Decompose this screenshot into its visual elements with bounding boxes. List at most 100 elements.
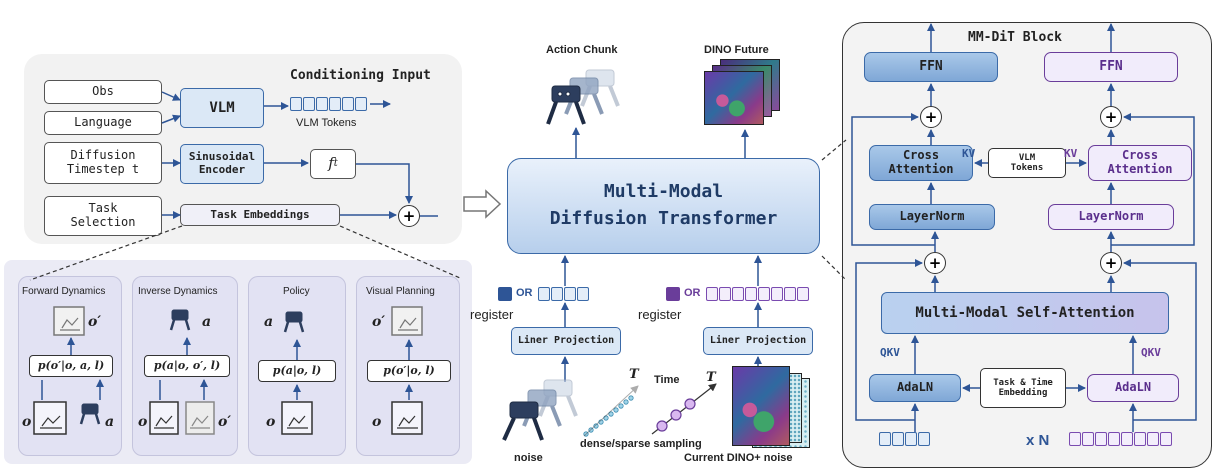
fd-robot-arm-icon xyxy=(79,403,101,425)
task-embeddings-box: Task Embeddings xyxy=(180,204,340,226)
policy-output: a xyxy=(264,314,274,330)
xn-label: x N xyxy=(1026,432,1050,449)
action-register-square xyxy=(498,287,512,301)
cross-attention-left-line1: Cross xyxy=(902,148,940,163)
visual-planning-formula: p(o′|o, l) xyxy=(367,360,451,382)
policy-robot-arm-icon xyxy=(283,311,305,333)
vp-output-image-glyph xyxy=(398,317,418,331)
kv-left-label: KV xyxy=(962,147,976,160)
vlm-token xyxy=(290,97,302,111)
conditioning-title: Conditioning Input xyxy=(290,68,431,83)
adaln-right: AdaLN xyxy=(1087,374,1179,402)
forward-dynamics-input-a: a xyxy=(105,414,115,430)
mm-self-attention-label: Multi-Modal Self-Attention xyxy=(915,304,1135,321)
action-liner-projection: Liner Projection xyxy=(511,327,621,355)
task-time-line2: Embedding xyxy=(998,388,1048,398)
kv-right-label: KV xyxy=(1064,147,1078,160)
mmdit-dino-token xyxy=(1134,432,1146,446)
residual-right-outer xyxy=(1123,259,1197,421)
sinusoidal-line1: Sinusoidal xyxy=(188,150,256,164)
action-token xyxy=(577,287,589,301)
inverse-dynamics-input-o: o xyxy=(138,414,148,430)
adaln-left-label: AdaLN xyxy=(896,380,934,395)
dino-token xyxy=(797,287,809,301)
dino-noise-label: Current DINO+ noise xyxy=(684,452,793,464)
forward-dynamics-title: Forward Dynamics xyxy=(22,286,106,297)
dino-token xyxy=(719,287,731,301)
visual-planning-output: o′ xyxy=(372,314,386,330)
vlm-token xyxy=(342,97,354,111)
id-robot-arm-icon xyxy=(169,309,191,331)
diffusion-timestep-box: Diffusion Timestep t xyxy=(44,142,162,184)
dino-token xyxy=(758,287,770,301)
action-token xyxy=(564,287,576,301)
noise-robot-icon xyxy=(502,379,578,441)
dino-current-frame xyxy=(732,366,790,446)
sinusoidal-line2: Encoder xyxy=(198,163,246,176)
inverse-dynamics-title: Inverse Dynamics xyxy=(138,286,218,297)
residual-left-outer xyxy=(855,259,923,421)
mmdit-action-token xyxy=(892,432,904,446)
mmdit-dino-token xyxy=(1160,432,1172,446)
dino-liner-projection-label: Liner Projection xyxy=(709,335,807,347)
ft-to-plus-arrow xyxy=(356,163,413,204)
dino-or-label: OR xyxy=(684,287,701,299)
ffn-left: FFN xyxy=(864,52,998,82)
residual-left-inner xyxy=(851,113,935,246)
action-liner-projection-label: Liner Projection xyxy=(517,335,615,347)
action-register-label: register xyxy=(470,307,514,322)
sinusoidal-encoder-box: Sinusoidal Encoder xyxy=(180,144,264,184)
plus-node-left-top: + xyxy=(920,106,942,128)
dino-liner-projection: Liner Projection xyxy=(703,327,813,355)
time-t-symbol: T xyxy=(706,370,716,385)
language-to-vlm-arrow xyxy=(161,114,181,124)
mmdit-dino-token xyxy=(1108,432,1120,446)
qkv-left-label: QKV xyxy=(880,346,900,359)
policy-input-image-glyph xyxy=(287,415,308,429)
plus-node-right-mid: + xyxy=(1100,252,1122,274)
vp-output-image-icon xyxy=(391,306,423,336)
action-chunk-robot-icon xyxy=(546,69,620,125)
dino-token xyxy=(784,287,796,301)
cross-attention-left-line2: Attention xyxy=(888,162,954,176)
task-selection-box: Task Selection xyxy=(44,196,162,236)
layernorm-left-label: LayerNorm xyxy=(899,209,965,224)
dit-title-line2: Diffusion Transformer xyxy=(549,208,778,229)
dino-register-square xyxy=(666,287,680,301)
time-label: Time xyxy=(654,374,680,386)
ffn-left-label: FFN xyxy=(919,58,943,74)
dino-register-label: register xyxy=(638,307,682,322)
qkv-right-label: QKV xyxy=(1141,346,1161,359)
conditioning-plus-node: + xyxy=(398,205,420,227)
layernorm-left: LayerNorm xyxy=(869,204,995,230)
zoom-line-left xyxy=(29,225,183,281)
vlm-tokens-box: VLM Tokens xyxy=(988,148,1066,178)
forward-dynamics-formula: p(o′|o, a, l) xyxy=(29,355,113,377)
vp-input-image-icon xyxy=(391,401,423,435)
fd-input-image-glyph xyxy=(40,415,62,429)
time-dots xyxy=(656,398,696,432)
zoom-line-top xyxy=(821,139,847,161)
dit-title-line1: Multi-Modal xyxy=(603,181,724,203)
id-inputs-to-formula xyxy=(159,380,204,400)
adaln-right-label: AdaLN xyxy=(1114,380,1152,395)
dino-token xyxy=(732,287,744,301)
residual-right-inner xyxy=(1111,113,1195,246)
zoom-line-right xyxy=(339,225,461,279)
ffn-right: FFN xyxy=(1044,52,1178,82)
sampling-axis-arrow xyxy=(583,385,639,437)
sampling-label: dense/sparse sampling xyxy=(580,438,702,450)
dino-future-label: DINO Future xyxy=(704,44,769,56)
vp-input-image-glyph xyxy=(397,415,418,429)
vlm-token-row xyxy=(290,97,367,111)
fd-inputs-to-formula xyxy=(41,380,100,400)
forward-dynamics-output: o′ xyxy=(88,314,102,330)
layernorm-right: LayerNorm xyxy=(1048,204,1174,230)
inverse-dynamics-input-o-prime: o′ xyxy=(218,414,232,430)
cross-attention-right: Cross Attention xyxy=(1088,145,1192,181)
language-label: Language xyxy=(74,115,132,130)
task-selection-line2: Selection xyxy=(70,215,136,229)
mmdit-dino-token-row xyxy=(1069,432,1172,446)
mmdit-action-token-row xyxy=(879,432,930,446)
